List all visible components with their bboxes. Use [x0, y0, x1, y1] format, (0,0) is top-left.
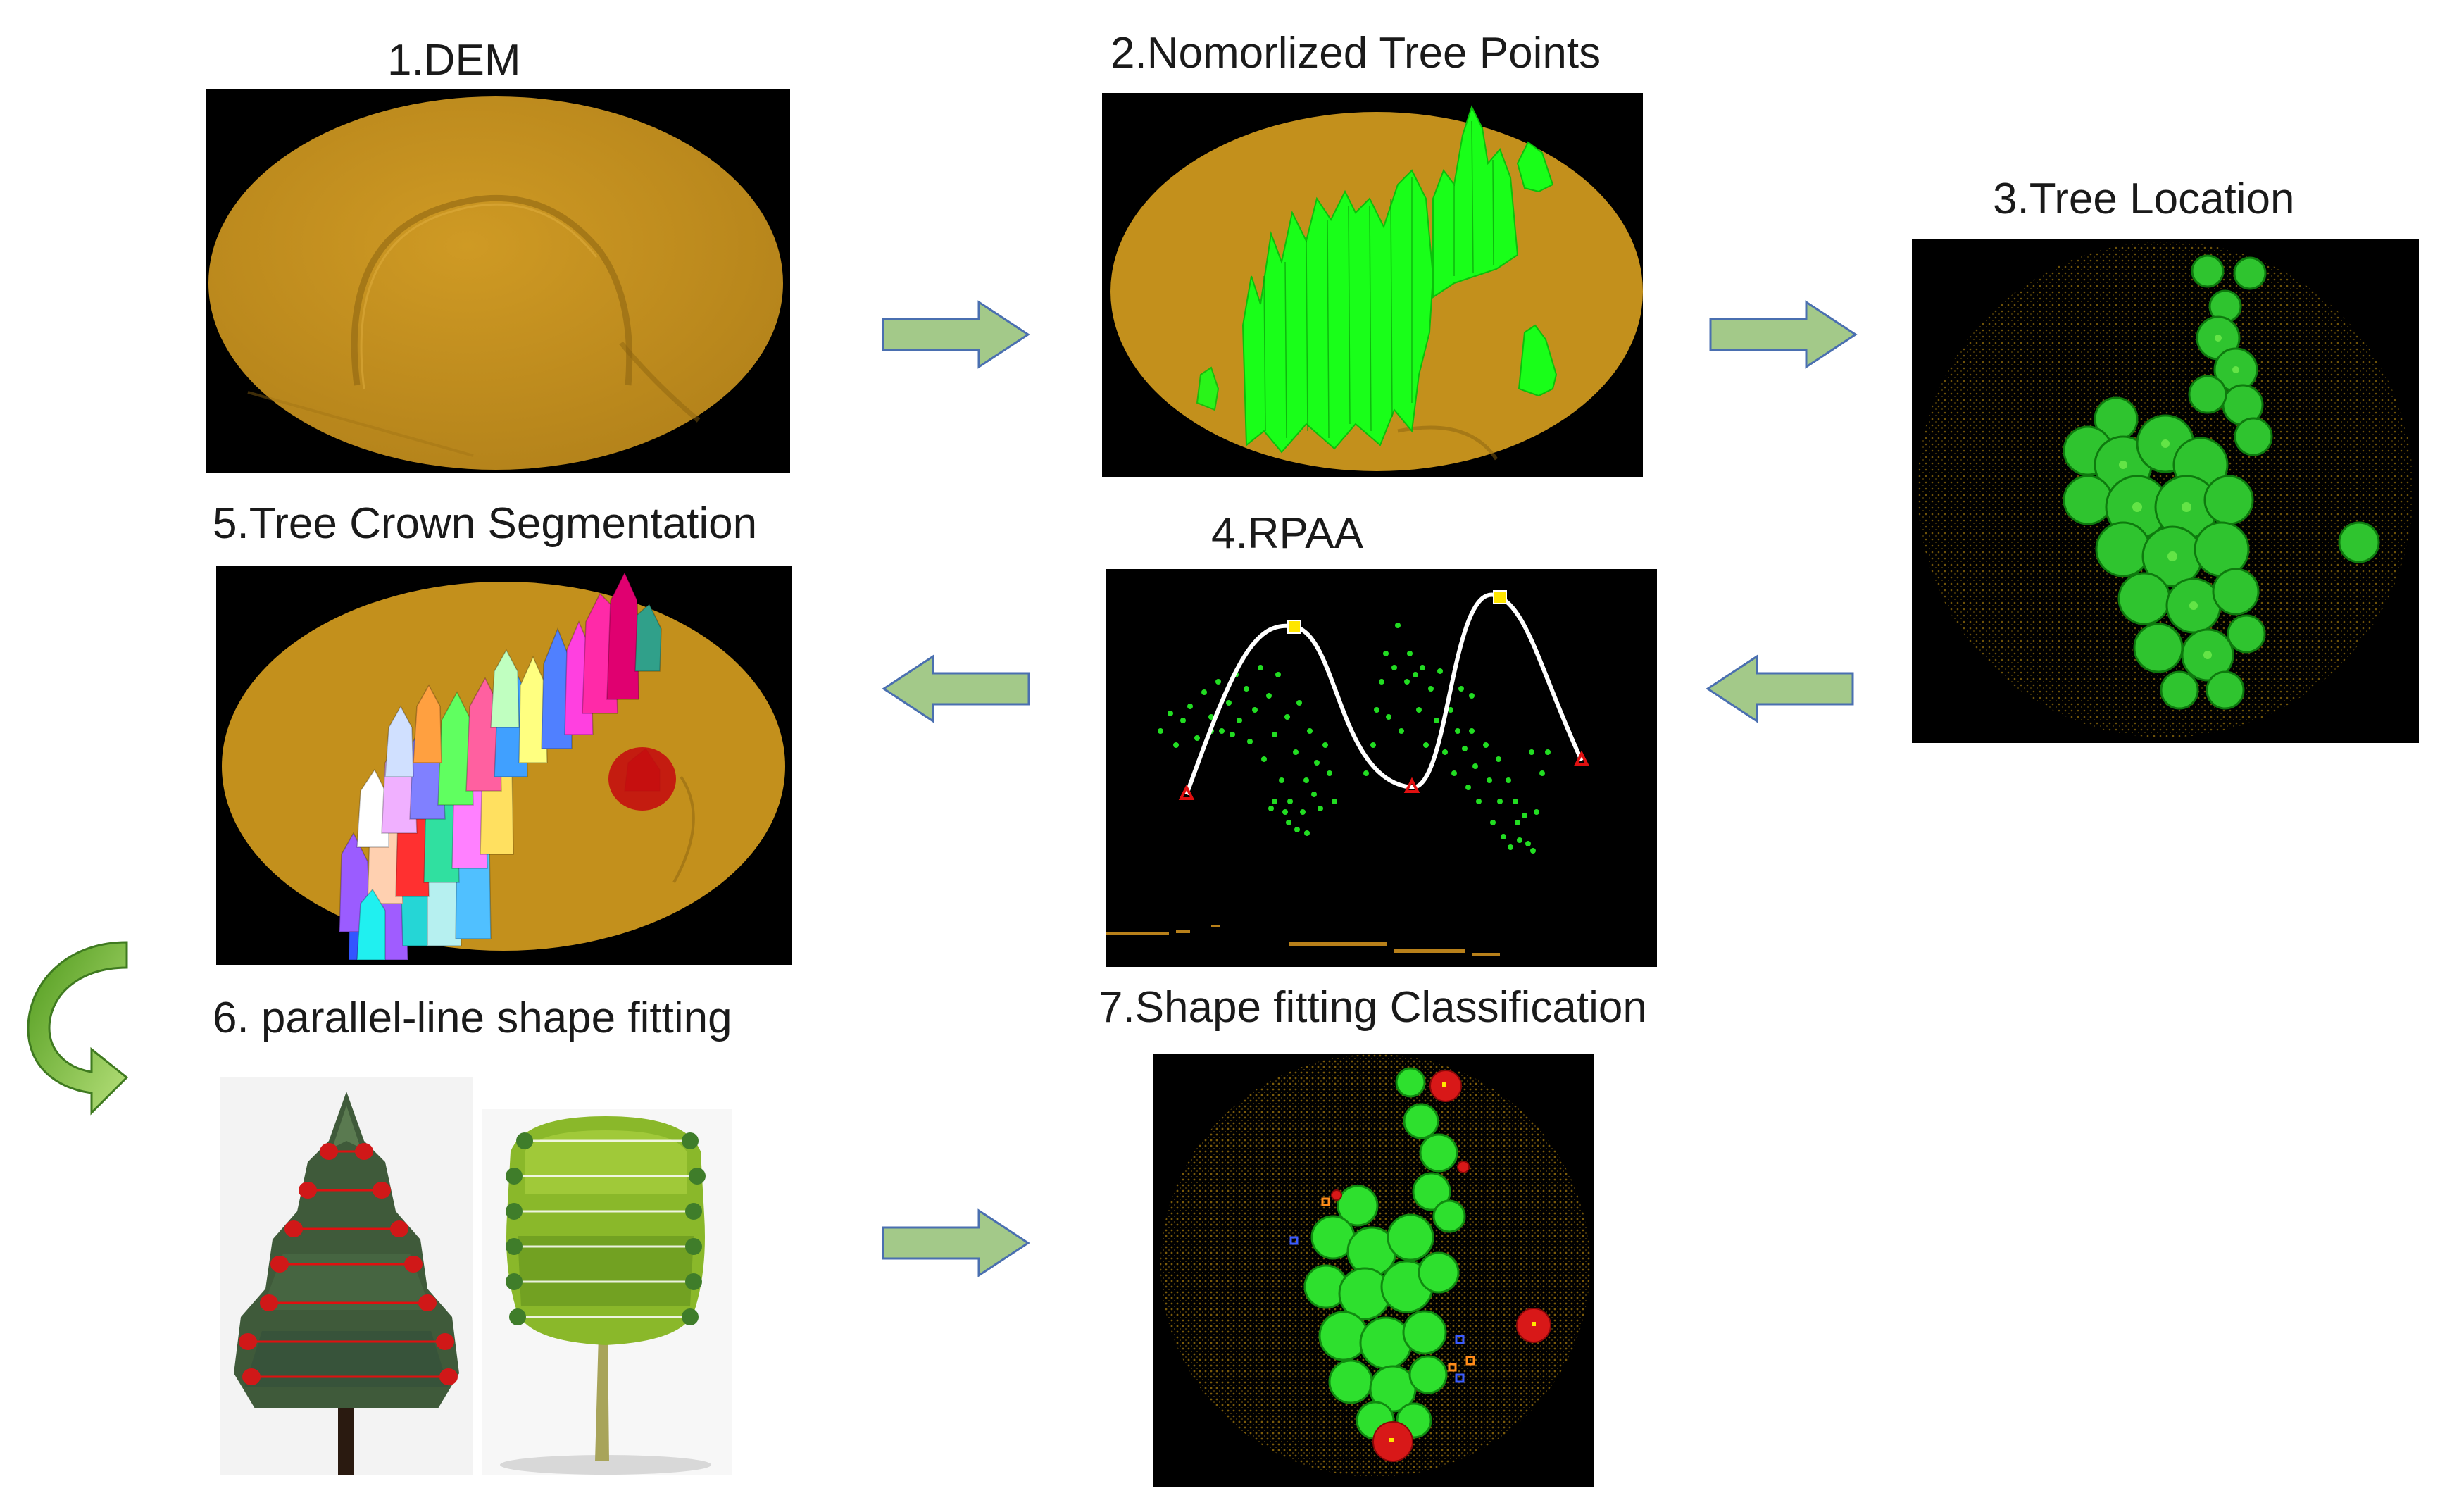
broadleaf-fitting-image	[482, 1109, 732, 1475]
classification-image	[1160, 1054, 1590, 1477]
left-arrow-icon	[880, 654, 1032, 724]
crown-segmentation-image	[222, 571, 785, 961]
step-2-title: 2.Nomorlized Tree Points	[1110, 29, 1601, 77]
curved-arrow-icon	[21, 937, 134, 1120]
step-7-title: 7.Shape fitting Classification	[1099, 983, 1647, 1032]
tree-location-image	[1917, 242, 2413, 737]
rpaa-panel	[1106, 569, 1657, 967]
step-6-title: 6. parallel-line shape fitting	[213, 994, 732, 1042]
normalized-points-panel	[1102, 93, 1643, 477]
dem-terrain-image	[208, 96, 783, 470]
right-arrow-icon	[1708, 299, 1859, 370]
step-3-title: 3.Tree Location	[1993, 175, 2295, 223]
step-4-title: 4.RPAA	[1211, 509, 1363, 558]
step-5-title: 5.Tree Crown Segmentation	[213, 499, 758, 548]
classification-panel	[1153, 1054, 1594, 1487]
crown-segmentation-panel	[216, 566, 792, 965]
right-arrow-icon	[880, 299, 1032, 370]
step-1-title: 1.DEM	[387, 36, 521, 85]
dem-panel	[206, 89, 790, 473]
tree-location-panel	[1912, 239, 2419, 743]
conifer-fitting-image	[220, 1077, 473, 1475]
rpaa-profile-image	[1106, 590, 1590, 956]
right-arrow-icon	[880, 1208, 1032, 1278]
normalized-points-image	[1110, 105, 1643, 471]
left-arrow-icon	[1704, 654, 1856, 724]
